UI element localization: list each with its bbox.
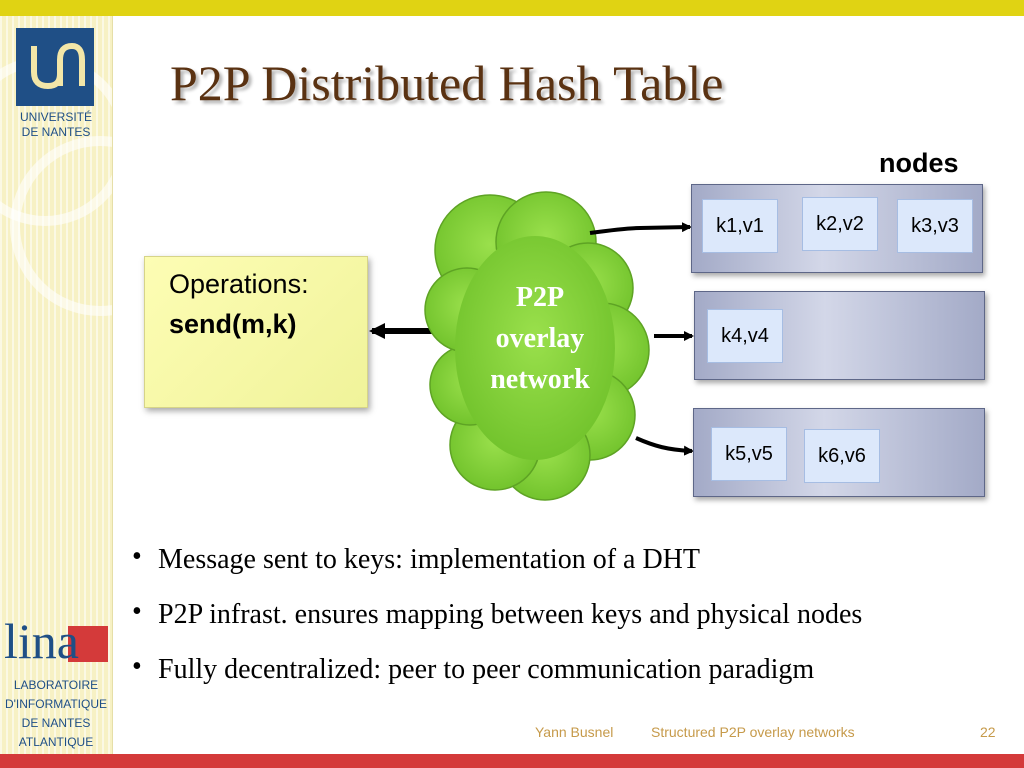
university-logo	[16, 28, 94, 106]
bullet-dot-icon: •	[132, 596, 142, 627]
nodes-label: nodes	[879, 148, 959, 178]
arrow-to-node-1	[589, 222, 692, 235]
footer-author: Yann Busnel	[535, 724, 614, 740]
cloud-label-line: overlay	[495, 323, 585, 354]
university-logo-mark	[31, 42, 85, 90]
key-value-cell: k4,v4	[707, 309, 783, 363]
university-name-line: DE NANTES	[21, 125, 91, 139]
bottom-accent-bar	[0, 754, 1024, 768]
bullet-item: • Fully decentralized: peer to peer commu…	[130, 651, 862, 709]
bullet-list: • Message sent to keys: implementation of…	[130, 541, 863, 709]
footer-title: Structured P2P overlay networks	[651, 724, 855, 740]
bullet-dot-icon: •	[132, 541, 142, 572]
key-value-cell: k3,v3	[897, 199, 973, 253]
bullet-dot-icon: •	[132, 651, 142, 682]
lina-logo: lina	[2, 604, 110, 669]
key-value-cell: k1,v1	[702, 199, 778, 253]
cloud-label-line: P2P	[515, 282, 565, 313]
node-box-2: k4,v4	[694, 291, 985, 380]
operations-send: send(m,k)	[169, 309, 297, 339]
key-value-cell: k5,v5	[711, 427, 787, 481]
page-number: 22	[980, 724, 996, 740]
lab-name-line: DE NANTES	[21, 716, 91, 730]
operations-label: Operations:	[169, 269, 309, 299]
university-name-line: UNIVERSITÉ	[19, 110, 92, 124]
node-box-3: k5,v5 k6,v6	[693, 408, 985, 497]
bullet-text: Fully decentralized: peer to peer commun…	[158, 654, 815, 685]
p2p-cloud	[424, 191, 650, 501]
node-box-1: k1,v1 k2,v2 k3,v3	[691, 184, 983, 273]
bullet-item: • Message sent to keys: implementation of…	[130, 541, 862, 599]
university-name: UNIVERSITÉ DE NANTES	[0, 110, 112, 140]
lina-logo-text: lina	[4, 613, 79, 664]
cloud-label-line: network	[490, 364, 590, 395]
bullet-item: • P2P infrast. ensures mapping between ke…	[130, 596, 863, 654]
slide-title: P2P Distributed Hash Table	[170, 55, 724, 111]
bullet-text: Message sent to keys: implementation of …	[158, 544, 700, 575]
arrow-to-node-3	[635, 436, 694, 456]
top-accent-bar	[0, 0, 1024, 16]
sidebar: UNIVERSITÉ DE NANTES lina LABORATOIRE D'…	[0, 16, 113, 754]
lab-name: LABORATOIRE D'INFORMATIQUE DE NANTES ATL…	[0, 676, 112, 752]
operations-box: Operations: send(m,k)	[144, 256, 368, 408]
cloud-label: P2P overlay network	[455, 277, 625, 400]
bullet-text: P2P infrast. ensures mapping between key…	[158, 599, 863, 630]
lab-name-line: LABORATOIRE	[13, 678, 99, 692]
key-value-cell: k6,v6	[804, 429, 880, 483]
lab-name-line: ATLANTIQUE	[18, 735, 94, 749]
lab-name-line: D'INFORMATIQUE	[4, 697, 108, 711]
key-value-cell: k2,v2	[802, 197, 878, 251]
lina-logo-block	[68, 626, 108, 662]
